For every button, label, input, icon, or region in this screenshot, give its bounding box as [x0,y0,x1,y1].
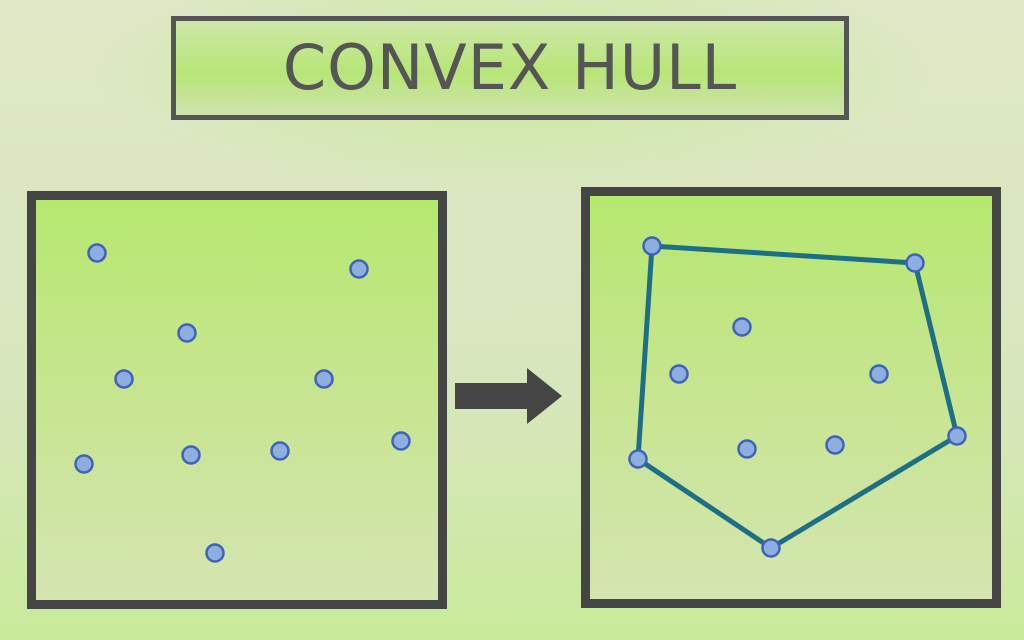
hull-vertex [905,253,925,273]
hull-vertex [761,538,781,558]
right-arrow-icon [455,368,562,424]
convex-hull-canvas [628,236,967,558]
diagram-title: CONVEX HULL [282,31,738,104]
point [177,323,197,343]
convex-hull-panel [581,187,1001,608]
hull-vertex [947,426,967,446]
input-points-canvas [74,243,411,563]
point [349,259,369,279]
point [87,243,107,263]
hull-vertex [628,449,648,469]
point [181,445,201,465]
convex-hull-polygon [635,243,960,551]
interior-point [732,317,752,337]
interior-point [869,364,889,384]
interior-point [737,439,757,459]
interior-point [825,435,845,455]
point [74,454,94,474]
point [391,431,411,451]
point [270,441,290,461]
hull-vertex [642,236,662,256]
point [114,369,134,389]
point [314,369,334,389]
point [205,543,225,563]
interior-point [669,364,689,384]
title-box: CONVEX HULL [171,16,849,120]
input-points-panel [27,191,447,609]
